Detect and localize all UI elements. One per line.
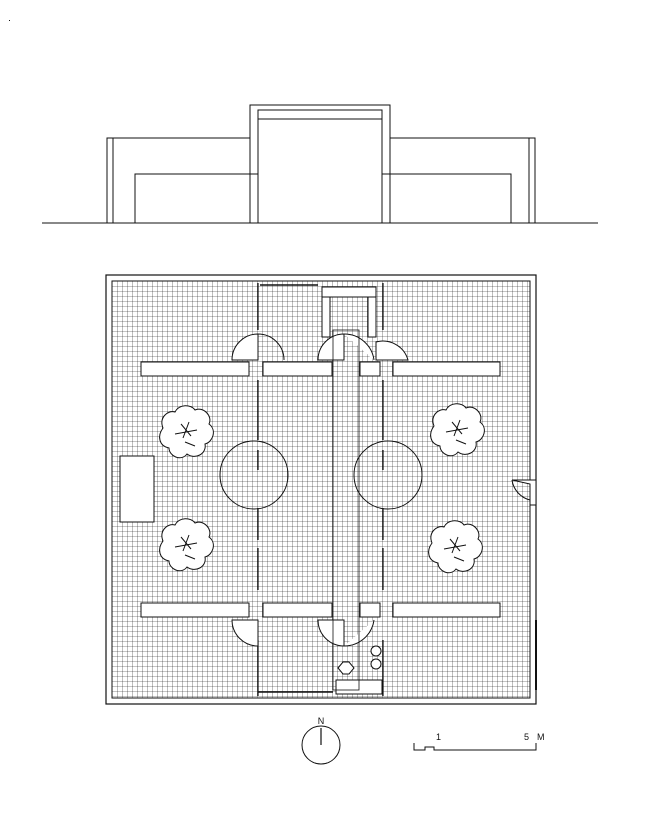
door-swing-sw [231, 619, 259, 647]
central-corridor [332, 329, 360, 691]
elevation-outer-profile [106, 104, 536, 223]
tree-ne [430, 403, 485, 457]
tiled-floor [111, 280, 531, 699]
lower-left-wall [140, 602, 250, 618]
scale-label-five: 5 [524, 732, 529, 742]
north-arrow-label: N [318, 716, 325, 726]
tree-se [428, 520, 483, 574]
door-swing-nw [231, 333, 259, 361]
west-bench [119, 455, 155, 523]
upper-right-wall [392, 361, 501, 377]
scale-bar: 1 5 M [413, 732, 545, 751]
north-post-right [367, 296, 377, 338]
lower-center-right-wall [359, 602, 381, 618]
north-lintel [321, 286, 377, 298]
scale-bar-line [413, 743, 537, 751]
lower-right-wall [392, 602, 501, 618]
stray-mark [9, 20, 10, 21]
floor-plan [105, 274, 537, 705]
elevation-right-wing [382, 173, 512, 223]
upper-center-left-wall [262, 361, 333, 377]
wall-blocks [119, 286, 501, 695]
sanitary-fixtures [337, 645, 382, 675]
scale-unit-label: M [537, 732, 545, 742]
north-post-left [321, 296, 331, 338]
door-swing-n2 [375, 340, 409, 361]
door-swing-s1 [317, 619, 345, 647]
north-arrow-circle [301, 725, 341, 765]
door-swings [219, 333, 423, 647]
central-colonnade [257, 283, 384, 696]
upper-center-right-wall [359, 361, 381, 377]
tree-nw [159, 405, 214, 459]
east-entrance [511, 479, 537, 690]
north-arrow: N [301, 716, 341, 765]
tree-sw [159, 518, 214, 572]
elevation-left-wing [134, 173, 258, 223]
lower-center-left-wall [262, 602, 333, 618]
door-swing-n1 [317, 333, 345, 361]
scale-label-one: 1 [436, 732, 441, 742]
elevation-roof-lantern [257, 109, 383, 120]
upper-left-wall [140, 361, 250, 377]
elevation [42, 104, 598, 224]
round-opening-right [353, 440, 423, 510]
trees [159, 403, 485, 574]
round-opening-left [219, 440, 289, 510]
